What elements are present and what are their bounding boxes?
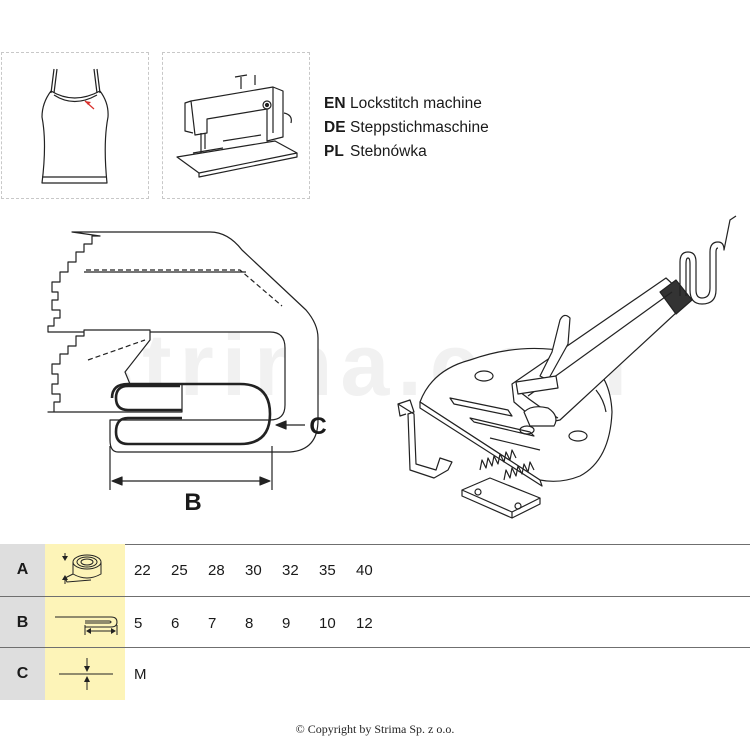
material-thickness-icon [45,648,125,700]
spec-row-a: A 22 25 28 30 32 35 [0,544,750,596]
value-cell: 30 [245,561,262,579]
row-letter: A [0,544,45,596]
row-values: M [134,648,171,700]
table-divider [0,647,750,648]
row-values: 5 6 7 8 9 10 12 [134,597,393,649]
value-cell: 32 [282,561,299,579]
value-cell: 7 [208,614,217,632]
row-letter: B [0,597,45,649]
value-cell: 9 [282,614,291,632]
row-values: 22 25 28 30 32 35 40 [134,544,393,596]
value-cell: 12 [356,614,373,632]
language-code: DE [324,119,346,136]
dimension-c-label: C [309,413,326,440]
value-cell: 22 [134,561,151,579]
value-cell: 35 [319,561,336,579]
value-cell: 6 [171,614,180,632]
copyright-notice: © Copyright by Strima Sp. z o.o. [295,722,455,736]
value-cell: 10 [319,614,336,632]
table-divider [0,596,750,597]
value-cell: M [134,665,147,683]
folder-attachment [397,215,737,519]
spec-row-b: B 5 6 7 8 9 10 12 [0,597,750,649]
spec-row-c: C M [0,648,750,700]
folded-width-icon [45,597,125,649]
value-cell: 28 [208,561,225,579]
value-cell: 40 [356,561,373,579]
sewing-machine-icon [176,74,298,178]
machine-thumbnail [162,52,310,199]
machine-name: Lockstitch machine [350,95,482,112]
garment-thumbnail [1,52,149,199]
row-letter: C [0,648,45,700]
language-code: PL [324,143,344,160]
value-cell: 8 [245,614,254,632]
binding-cross-section [47,231,319,490]
value-cell: 25 [171,561,188,579]
dimension-b-label: B [184,489,201,516]
technical-drawing: strima.com B C [47,215,737,519]
camisole-illustration [41,68,109,184]
language-code: EN [324,95,346,112]
machine-type-pl: PL Stebnówka [324,140,489,164]
tape-width-icon [45,544,125,596]
machine-name: Stebnówka [350,143,427,160]
table-divider [0,544,750,545]
value-cell: 5 [134,614,143,632]
machine-name: Steppstichmaschine [350,119,489,136]
